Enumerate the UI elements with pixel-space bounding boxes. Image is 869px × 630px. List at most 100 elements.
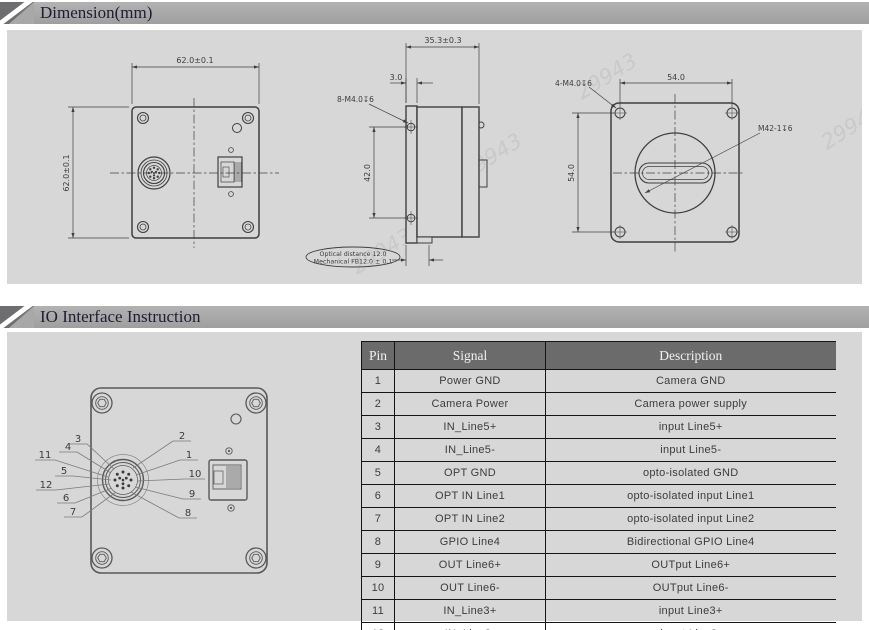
sensor-slot — [638, 162, 713, 184]
front-screw-note: 4-M4.0↧6 — [555, 79, 592, 88]
cell-pin: 9 — [361, 553, 395, 577]
section-header-io: IO Interface Instruction — [0, 306, 869, 328]
pin-numbers: 3 4 11 5 12 6 7 2 1 10 9 8 — [39, 431, 202, 519]
cell-pin: 11 — [361, 599, 395, 623]
cell-desc: opto-isolated input Line2 — [545, 507, 836, 531]
cell-signal: GPIO Line4 — [394, 530, 546, 554]
mount-note: M42-1↧6 — [758, 124, 793, 133]
cell-pin: 10 — [361, 576, 395, 600]
side-screw-note: 8-M4.0↧6 — [337, 95, 374, 104]
pin-label-9: 9 — [189, 489, 195, 500]
cell-desc: Bidirectional GPIO Line4 — [545, 530, 836, 554]
front-h-label: 54.0 — [667, 73, 685, 82]
cell-desc: input Line3+ — [545, 599, 836, 623]
cell-signal: IN_Line3- — [394, 622, 546, 630]
plate-label: 3.0 — [390, 73, 403, 82]
io-round-connector — [97, 454, 149, 506]
svg-text:29943: 29943 — [817, 98, 862, 154]
pin-label-5: 5 — [61, 466, 67, 477]
cell-signal: IN_Line5- — [394, 438, 546, 462]
svg-text:29943: 29943 — [572, 48, 641, 104]
cell-pin: 7 — [361, 507, 395, 531]
pin-label-6: 6 — [63, 493, 69, 504]
pin-label-7: 7 — [70, 507, 76, 518]
led-indicator — [230, 413, 242, 425]
rear-width-dimension — [131, 63, 260, 104]
mechanical-fb-label: Mechanical FB12.0 ± 0.1 — [314, 259, 393, 266]
io-rj45-port — [208, 447, 248, 512]
table-row: 12IN_Line3-input Line3- — [361, 622, 836, 630]
io-panel: 3 4 11 5 12 6 7 2 1 10 9 8 Pin Signal De… — [7, 332, 862, 630]
cell-desc: Camera power supply — [545, 392, 836, 416]
cell-desc: input Line5+ — [545, 415, 836, 439]
front-view-drawing — [572, 79, 761, 252]
cell-signal: OUT Line6+ — [394, 553, 546, 577]
cell-desc: opto-isolated GND — [545, 461, 836, 485]
pin-label-8: 8 — [185, 508, 191, 519]
cell-signal: OPT IN Line1 — [394, 484, 546, 508]
plate-screws — [404, 120, 418, 225]
pin-label-2: 2 — [179, 431, 185, 442]
pin-label-1: 1 — [186, 450, 192, 461]
col-header-pin: Pin — [361, 341, 395, 370]
hex-screws — [91, 392, 267, 569]
corner-screws — [136, 111, 255, 234]
section-corner-decoration-icon — [0, 2, 34, 24]
cell-signal: OUT Line6- — [394, 576, 546, 600]
plate-dimension — [390, 78, 433, 103]
section-title: Dimension(mm) — [40, 3, 153, 22]
pin-label-10: 10 — [189, 469, 202, 480]
col-header-signal: Signal — [394, 341, 546, 370]
cell-pin: 8 — [361, 530, 395, 554]
flange-dimension — [392, 245, 443, 266]
section-header-dimension: Dimension(mm) — [0, 2, 869, 24]
cell-signal: OPT GND — [394, 461, 546, 485]
rear-height-label: 62.0±0.1 — [62, 154, 71, 191]
cell-pin: 1 — [361, 369, 395, 393]
cell-signal: Camera Power — [394, 392, 546, 416]
front-corner-holes — [613, 106, 739, 239]
front-hole-spacing-v — [572, 112, 614, 233]
front-v-label: 54.0 — [567, 164, 576, 182]
dimension-drawings: 29943 29943 29943 29943 — [62, 36, 862, 279]
cell-pin: 3 — [361, 415, 395, 439]
cell-desc: input Line5- — [545, 438, 836, 462]
cell-signal: IN_Line3+ — [394, 599, 546, 623]
screw-spacing-label: 42.0 — [363, 164, 372, 182]
lens-mount-circle — [634, 132, 716, 214]
pin-label-4: 4 — [65, 442, 71, 453]
cell-pin: 6 — [361, 484, 395, 508]
dimension-panel: 29943 29943 29943 29943 — [7, 30, 862, 284]
optical-distance-label: Optical distance 12.0 — [320, 251, 387, 258]
rear-width-label: 62.0±0.1 — [176, 56, 213, 65]
cell-desc: OUTput Line6+ — [545, 553, 836, 577]
pin-label-11: 11 — [39, 450, 52, 461]
cell-pin: 2 — [361, 392, 395, 416]
cell-signal: Power GND — [394, 369, 546, 393]
flange-callout — [305, 246, 401, 268]
pin-label-12: 12 — [40, 480, 53, 491]
col-header-description: Description — [545, 341, 836, 370]
cell-desc: OUTput Line6- — [545, 576, 836, 600]
io-camera-rear — [35, 387, 268, 574]
cell-desc: opto-isolated input Line1 — [545, 484, 836, 508]
rj45-port — [217, 147, 243, 197]
screw-spacing-dimension — [369, 126, 406, 219]
cell-pin: 12 — [361, 622, 395, 630]
front-hole-spacing-h — [619, 79, 733, 106]
pin-label-3: 3 — [75, 434, 81, 445]
section-title: IO Interface Instruction — [40, 307, 201, 326]
io-pinout-diagram: 3 4 11 5 12 6 7 2 1 10 9 8 — [35, 387, 268, 574]
led-indicator — [232, 123, 242, 133]
cell-signal: IN_Line5+ — [394, 415, 546, 439]
